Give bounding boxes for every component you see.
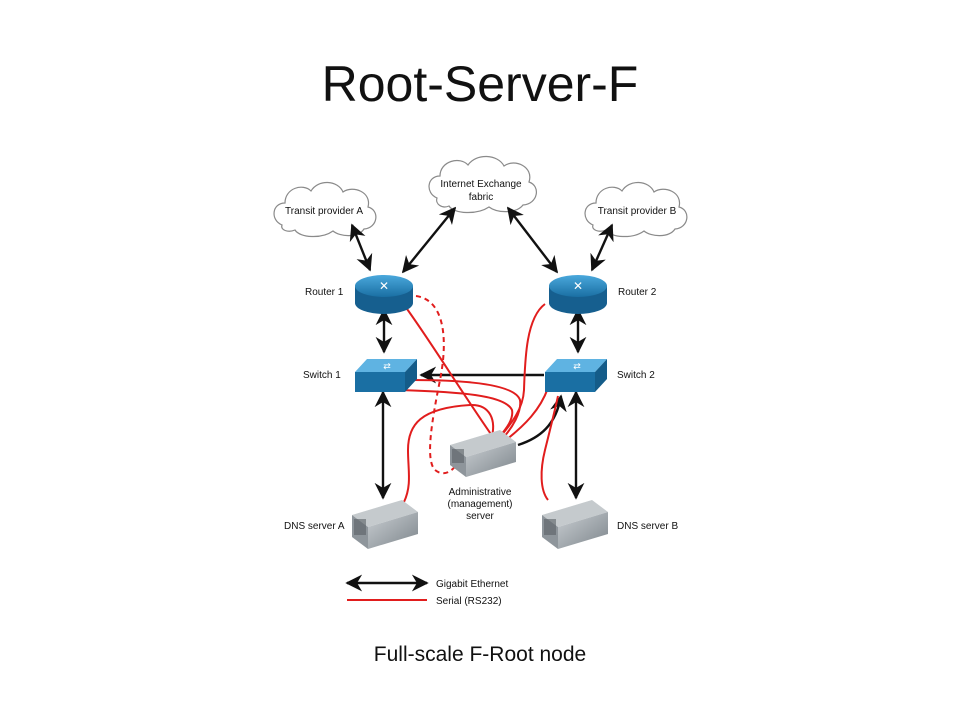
label-admin-line2: (management): [447, 499, 512, 510]
slide-caption: Full-scale F-Root node: [373, 643, 587, 666]
label-dns-server-a: DNS server A: [284, 521, 345, 532]
cloud-transit-provider-b: Transit provider B: [584, 181, 688, 238]
link-transit-a-router1: [349, 223, 373, 272]
cloud-transit-provider-a: Transit provider A: [273, 181, 377, 238]
label-router-2: Router 2: [618, 287, 657, 298]
cloud-internet-exchange: Internet Exchange fabric: [428, 155, 537, 214]
label-switch-2: Switch 2: [617, 370, 655, 381]
label-admin-line1: Administrative: [449, 487, 512, 498]
legend-ethernet-label: Gigabit Ethernet: [436, 579, 508, 590]
label-switch-1: Switch 1: [303, 370, 341, 381]
admin-server-icon: [450, 430, 516, 477]
link-transit-b-router2: [590, 223, 614, 272]
svg-text:✕: ✕: [573, 279, 583, 293]
link-ix-router1: [401, 206, 457, 274]
dns-server-a-icon: [352, 500, 418, 549]
label-dns-server-b: DNS server B: [617, 521, 678, 532]
legend: Gigabit Ethernet Serial (RS232): [345, 574, 508, 607]
label-admin-line3: server: [466, 511, 494, 522]
label-router-1: Router 1: [305, 287, 344, 298]
dns-server-b-icon: [542, 500, 608, 549]
router-2-icon: ✕: [549, 275, 607, 314]
link-admin-switch2: [517, 394, 567, 447]
switch-1-icon: ⇄: [355, 359, 417, 392]
label-ix-line1: Internet Exchange: [440, 179, 522, 190]
slide-title: Root-Server-F: [321, 56, 639, 112]
serial-links: [399, 295, 559, 503]
svg-text:⇄: ⇄: [573, 362, 581, 372]
label-transit-a: Transit provider A: [285, 206, 363, 217]
router-1-icon: ✕: [355, 275, 413, 314]
label-ix-line2: fabric: [469, 192, 493, 203]
svg-text:⇄: ⇄: [383, 362, 391, 372]
link-ix-router2: [506, 206, 559, 274]
svg-text:✕: ✕: [379, 279, 389, 293]
label-transit-b: Transit provider B: [598, 206, 677, 217]
switch-2-icon: ⇄: [545, 359, 607, 392]
legend-serial-label: Serial (RS232): [436, 596, 502, 607]
